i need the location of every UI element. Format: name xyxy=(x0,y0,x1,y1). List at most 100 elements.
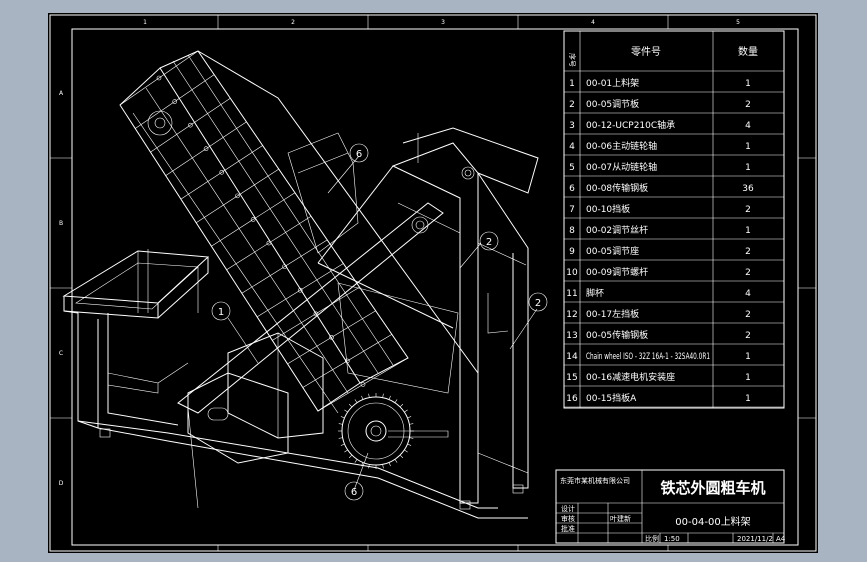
sprocket-tooth xyxy=(354,399,358,403)
bom-row-name: 00-01上料架 xyxy=(586,77,639,89)
zone-label-c: C xyxy=(59,350,63,357)
role-design: 设计 xyxy=(561,504,575,513)
bom-row-no: 3 xyxy=(569,121,575,131)
bom-row-name: 00-05调节板 xyxy=(586,98,639,110)
scale-value: 1:50 xyxy=(664,535,680,543)
side-guard xyxy=(287,132,359,254)
balloon-2-right xyxy=(528,292,548,312)
sprocket-tooth xyxy=(368,464,370,469)
bom-row-no: 5 xyxy=(569,163,575,173)
zone-label-d: D xyxy=(59,480,64,487)
bom-row-no: 11 xyxy=(566,289,577,299)
bom-row-qty: 2 xyxy=(745,331,751,341)
zone-label-a: A xyxy=(59,90,64,97)
zone-label-5: 5 xyxy=(736,19,740,26)
slat-bolt xyxy=(219,170,225,175)
conveyor-slat xyxy=(180,145,263,200)
bom-row-qty: 1 xyxy=(745,226,751,236)
zone-label-2: 2 xyxy=(291,19,295,26)
sprocket-tooth xyxy=(394,459,398,463)
bom-row-name: 00-05传输钢板 xyxy=(586,329,648,341)
sprocket-tooth xyxy=(348,454,353,459)
bom-row-name: 脚杯 xyxy=(586,287,604,299)
slat-bolt xyxy=(266,240,272,246)
bom-row-name: 00-05调节座 xyxy=(586,245,639,257)
balloon-6-top-label: 6 xyxy=(356,149,362,160)
balloon-2-upper xyxy=(479,231,499,251)
drawing-name: 00-04-00上料架 xyxy=(675,515,750,528)
inclined-conveyor xyxy=(119,50,479,414)
conveyor-slat xyxy=(135,74,215,129)
bom-row-name: Chain wheel ISO - 32Z 16A-1 - 32SA40.0R1 xyxy=(586,352,710,362)
bom-row-no: 16 xyxy=(566,394,578,404)
bom-row-qty: 36 xyxy=(742,184,754,194)
sprocket-tooth xyxy=(368,393,370,398)
cad-drawing: 1 2 3 4 5 A B C D xyxy=(49,14,817,552)
bom-row-qty: 1 xyxy=(745,79,751,89)
bom-row-name: 00-10挡板 xyxy=(586,203,630,215)
bom-row-no: 8 xyxy=(569,226,575,236)
bom-row-no: 9 xyxy=(569,247,575,257)
bom-row-no: 7 xyxy=(569,205,575,215)
sprocket-tooth xyxy=(338,437,343,439)
bom-row-qty: 2 xyxy=(745,268,751,278)
sprocket-tooth xyxy=(382,393,384,398)
slat-bolt xyxy=(282,264,287,269)
bom-row-qty: 2 xyxy=(745,205,751,215)
bom-row-no: 12 xyxy=(566,310,577,320)
balloon-6-bottom xyxy=(344,481,364,501)
balloon-6-bottom-label: 6 xyxy=(351,487,357,498)
sprocket-tooth xyxy=(382,464,384,469)
slat-bolt xyxy=(203,146,209,152)
bom-row-qty: 4 xyxy=(745,121,751,131)
slat-bolt xyxy=(172,99,177,104)
slat-bolt xyxy=(345,358,350,364)
slat-bolt xyxy=(250,217,256,222)
sprocket-tooth xyxy=(344,449,348,453)
sprocket-tooth xyxy=(407,443,412,446)
zone-label-b: B xyxy=(59,220,63,227)
slat-bolt xyxy=(313,311,319,317)
bom-row-name: 00-16减速电机安装座 xyxy=(586,371,675,383)
conveyor-slat xyxy=(287,310,376,365)
bom-row-qty: 2 xyxy=(745,310,751,320)
balloon-group: 6 2 2 1 6 xyxy=(211,143,548,501)
bom-row-name: 00-08传输钢板 xyxy=(586,182,648,194)
bom-row-no: 13 xyxy=(566,331,577,341)
conveyor-slat xyxy=(226,216,312,271)
bom-row-name: 00-02调节丝杆 xyxy=(586,224,648,236)
bom-row-qty: 4 xyxy=(745,289,751,299)
bom-row-name: 00-17左挡板 xyxy=(586,308,639,320)
title-block xyxy=(555,469,785,544)
slat-bolt xyxy=(235,193,240,199)
sprocket-tooth xyxy=(394,399,398,403)
slat-bolt xyxy=(156,75,162,81)
conveyor-slat xyxy=(256,263,344,318)
bom-row-no: 10 xyxy=(566,268,578,278)
bom-row-no: 2 xyxy=(569,100,575,110)
sprocket-tooth xyxy=(338,423,343,425)
drawing-date: 2021/11/2 xyxy=(737,535,773,543)
slat-bolt xyxy=(297,287,303,293)
sprocket-tooth xyxy=(404,409,408,413)
conveyor-slat xyxy=(241,239,328,294)
conveyor-slat xyxy=(317,357,409,412)
company-name: 东莞市某机械有限公司 xyxy=(560,476,630,485)
balloon-2-upper-label: 2 xyxy=(486,237,492,248)
bom-row-qty: 1 xyxy=(745,394,751,404)
sprocket-tooth xyxy=(388,462,391,467)
sprocket-tooth xyxy=(409,437,414,439)
sprocket-tooth xyxy=(340,443,345,446)
bom-row-name: 00-07从动链轮轴 xyxy=(586,161,657,173)
zone-label-4: 4 xyxy=(591,19,595,26)
machine-frame xyxy=(62,127,539,519)
sprocket-tooth xyxy=(409,423,414,425)
bom-row-name: 00-12-UCP210C轴承 xyxy=(586,119,675,131)
designer-name: 叶建新 xyxy=(610,514,631,523)
bom-table xyxy=(563,30,785,409)
sprocket-tooth xyxy=(348,403,353,408)
drawing-title: 铁芯外圆粗车机 xyxy=(660,479,765,497)
bom-row-no: 4 xyxy=(569,142,575,152)
bom-row-name: 00-06主动链轮轴 xyxy=(586,140,657,152)
